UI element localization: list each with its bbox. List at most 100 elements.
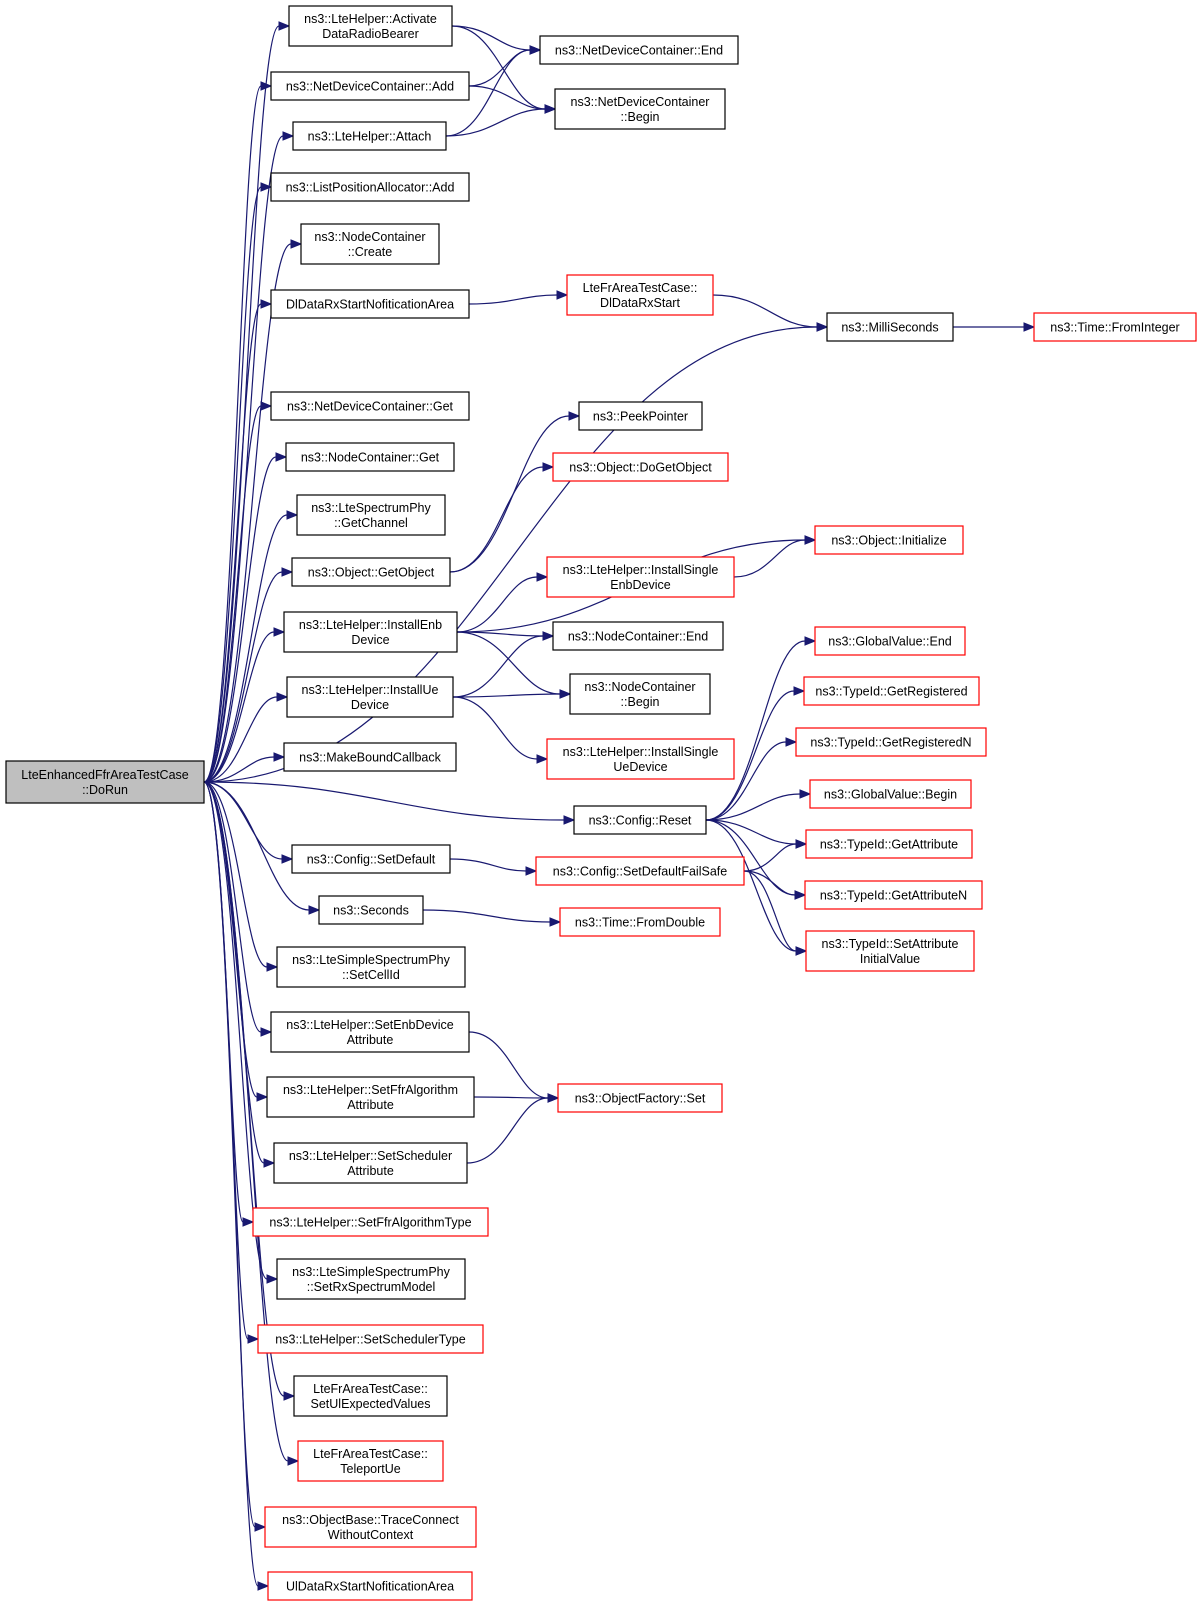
node-box [1033, 312, 1197, 342]
node-seconds[interactable]: ns3::Seconds [318, 895, 424, 925]
edge-root-to-ncGet [203, 452, 288, 783]
node-ncBegin[interactable]: ns3::NodeContainer::Begin [569, 673, 711, 715]
arrowhead [276, 692, 289, 702]
node-box [805, 829, 973, 859]
edge-line [743, 843, 797, 872]
node-gvBegin[interactable]: ns3::GlobalValue::Begin [809, 779, 972, 809]
node-setFfrType[interactable]: ns3::LteHelper::SetFfrAlgorithmType [252, 1207, 489, 1237]
arrowhead [804, 636, 817, 646]
node-milliSeconds[interactable]: ns3::MilliSeconds [826, 312, 954, 342]
edge-line [452, 635, 544, 698]
node-ncCreate[interactable]: ns3::NodeContainer::Create [300, 223, 440, 265]
node-label: ::SetRxSpectrumModel [307, 1280, 436, 1294]
node-gvEnd[interactable]: ns3::GlobalValue::End [814, 626, 966, 656]
node-setUlExpected[interactable]: LteFrAreaTestCase::SetUlExpectedValues [293, 1375, 448, 1417]
node-label: ns3::LteHelper::InstallUe [302, 683, 439, 697]
node-box [559, 907, 721, 937]
arrowhead [266, 1274, 279, 1284]
node-box [266, 1076, 475, 1118]
node-label: ns3::ObjectBase::TraceConnect [282, 1513, 459, 1527]
node-ndcEnd[interactable]: ns3::NetDeviceContainer::End [539, 35, 739, 65]
node-root[interactable]: LteEnhancedFfrAreaTestCase::DoRun [5, 760, 205, 804]
node-setRxModel[interactable]: ns3::LteSimpleSpectrumPhy::SetRxSpectrum… [276, 1258, 466, 1300]
node-configReset[interactable]: ns3::Config::Reset [573, 805, 707, 835]
node-box [285, 442, 455, 472]
node-label: ns3::NetDeviceContainer::End [555, 44, 723, 58]
arrowhead [549, 917, 562, 927]
node-getAttributeN[interactable]: ns3::TypeId::GetAttributeN [804, 880, 983, 910]
node-label: ::GetChannel [334, 516, 408, 530]
arrowhead [278, 21, 291, 31]
edge-line [203, 781, 265, 1164]
edge-line [452, 696, 538, 760]
node-ncGet[interactable]: ns3::NodeContainer::Get [285, 442, 455, 472]
arrowhead [287, 1456, 300, 1466]
node-box [803, 676, 980, 706]
edge-root-to-makeBound [203, 752, 286, 783]
edge-line [449, 415, 570, 573]
edge-line [733, 539, 806, 578]
node-ofSet[interactable]: ns3::ObjectFactory::Set [557, 1083, 723, 1113]
node-label: DlDataRxStart [600, 296, 680, 310]
edge-line [743, 870, 797, 952]
node-box [554, 88, 726, 130]
node-getRegisteredN[interactable]: ns3::TypeId::GetRegisteredN [795, 727, 987, 757]
edge-setDefaultFailSafe-to-getAttributeN [743, 870, 807, 900]
node-label: WithoutContext [328, 1528, 414, 1542]
call-edges [203, 21, 1036, 1591]
node-label: ns3::LteHelper::InstallSingle [563, 745, 719, 759]
edge-root-to-getObject [203, 567, 294, 783]
node-dlDataRxStart[interactable]: LteFrAreaTestCase::DlDataRxStart [566, 274, 714, 316]
node-ndcGet[interactable]: ns3::NetDeviceContainer::Get [270, 391, 470, 421]
edge-root-to-ndcGet [203, 401, 273, 783]
arrowhead [536, 572, 549, 582]
arrowhead [260, 401, 273, 411]
node-attach[interactable]: ns3::LteHelper::Attach [292, 121, 447, 151]
node-setCellId[interactable]: ns3::LteSimpleSpectrumPhy::SetCellId [276, 946, 466, 988]
edge-line [743, 870, 796, 896]
edge-line [712, 294, 818, 328]
node-getRegistered[interactable]: ns3::TypeId::GetRegistered [803, 676, 980, 706]
node-box [270, 391, 470, 421]
node-teleportUe[interactable]: LteFrAreaTestCase::TeleportUe [297, 1440, 444, 1482]
node-peekPointer[interactable]: ns3::PeekPointer [578, 401, 703, 431]
arrowhead [273, 627, 286, 637]
node-setDefault[interactable]: ns3::Config::SetDefault [291, 844, 451, 874]
arrowhead [556, 290, 569, 300]
node-label: ns3::PeekPointer [593, 410, 688, 424]
node-ncEnd[interactable]: ns3::NodeContainer::End [552, 621, 724, 651]
node-fromDouble[interactable]: ns3::Time::FromDouble [559, 907, 721, 937]
node-label: LteFrAreaTestCase:: [313, 1447, 428, 1461]
node-ulNotif[interactable]: UlDataRxStartNofiticationArea [267, 1571, 473, 1601]
node-setDefaultFailSafe[interactable]: ns3::Config::SetDefaultFailSafe [535, 856, 745, 886]
node-objInit[interactable]: ns3::Object::Initialize [814, 525, 964, 555]
node-getObject[interactable]: ns3::Object::GetObject [291, 557, 451, 587]
node-ndcBegin[interactable]: ns3::NetDeviceContainer::Begin [554, 88, 726, 130]
edge-installEnb-to-installSingleEnb [456, 572, 549, 633]
node-traceConnect[interactable]: ns3::ObjectBase::TraceConnectWithoutCont… [264, 1506, 477, 1548]
node-label: LteFrAreaTestCase:: [313, 1382, 428, 1396]
arrowhead [308, 905, 321, 915]
node-dlNotif[interactable]: DlDataRxStartNofiticationArea [270, 289, 470, 319]
node-box [539, 35, 739, 65]
node-label: ns3::MilliSeconds [841, 321, 938, 335]
node-doGetObject[interactable]: ns3::Object::DoGetObject [552, 452, 729, 482]
node-getChannel[interactable]: ns3::LteSpectrumPhy::GetChannel [296, 494, 446, 536]
node-getAttribute[interactable]: ns3::TypeId::GetAttribute [805, 829, 973, 859]
node-ndcAdd[interactable]: ns3::NetDeviceContainer::Add [270, 71, 470, 101]
node-makeBound[interactable]: ns3::MakeBoundCallback [283, 742, 457, 772]
arrowhead [559, 689, 572, 699]
node-fromInteger[interactable]: ns3::Time::FromInteger [1033, 312, 1197, 342]
edge-setDefaultFailSafe-to-getAttribute [743, 839, 808, 872]
node-setSchedType[interactable]: ns3::LteHelper::SetSchedulerType [257, 1324, 484, 1354]
node-lpaAdd[interactable]: ns3::ListPositionAllocator::Add [270, 172, 470, 202]
